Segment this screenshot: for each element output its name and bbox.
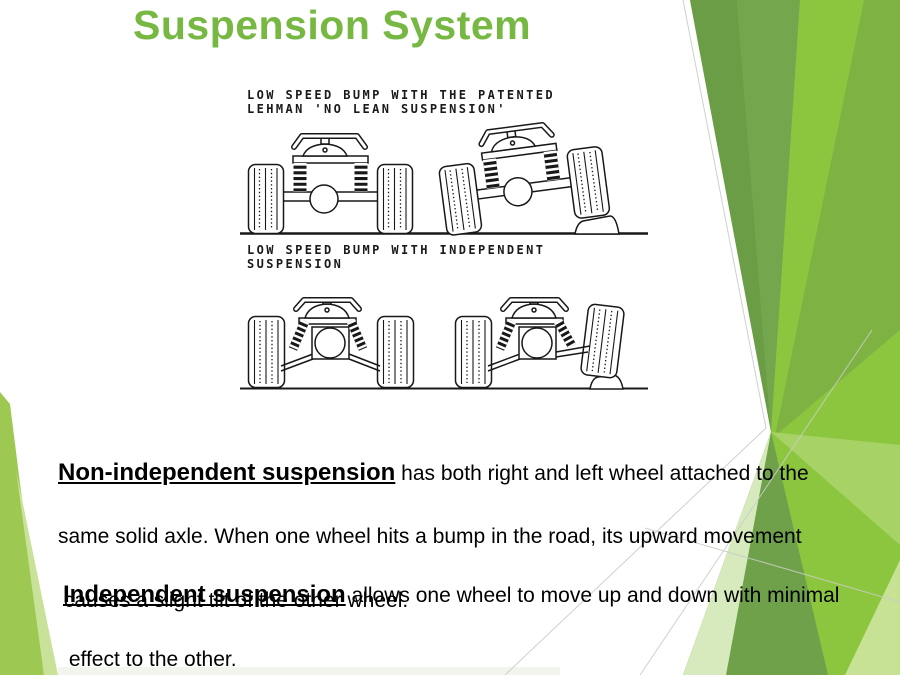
facet-pale-mid bbox=[771, 432, 900, 545]
diagram-caption-bottom-line1: LOW SPEED BUMP WITH INDEPENDENT bbox=[247, 243, 545, 257]
paragraph-text: allows one wheel to move up and down wit… bbox=[345, 584, 840, 607]
bottom-edge-sliver bbox=[58, 667, 560, 675]
paragraph-line: causes a slight tilt of the other wheel. bbox=[58, 589, 409, 612]
non-independent-lead: Non-independent suspension bbox=[58, 459, 396, 486]
independent-lead: Independent suspension bbox=[63, 581, 346, 608]
facet-pale-corner bbox=[845, 560, 900, 675]
paragraph-line: effect to the other. bbox=[63, 648, 237, 671]
diagram-caption-bottom-line2: SUSPENSION bbox=[247, 257, 343, 271]
facet-right-muted-edge bbox=[775, 0, 900, 436]
paragraph-line: Non-independent suspension has both righ… bbox=[58, 459, 809, 487]
facet-hairline-2 bbox=[504, 427, 767, 675]
facet-hairline-1 bbox=[682, 0, 767, 429]
page-title: Suspension System bbox=[133, 2, 532, 48]
paragraph-line: Independent suspension allows one wheel … bbox=[63, 580, 839, 609]
road-bump-top bbox=[574, 215, 620, 235]
left-wedge-highlight bbox=[16, 470, 58, 675]
paragraph-independent: Independent suspension allows one wheel … bbox=[63, 544, 839, 692]
theme-decoration bbox=[0, 0, 900, 675]
paragraph-line: same solid axle. When one wheel hits a b… bbox=[58, 525, 802, 548]
facet-hairline-4 bbox=[639, 329, 873, 675]
left-wedge bbox=[0, 392, 44, 675]
diagram-caption-top-line1: LOW SPEED BUMP WITH THE PATENTED bbox=[247, 88, 555, 102]
independent-vehicle-on-bump bbox=[456, 298, 626, 389]
facet-pale-bottom bbox=[683, 432, 771, 675]
diagram-caption-top-line2: LEHMAN 'NO LEAN SUSPENSION' bbox=[247, 102, 507, 116]
suspension-diagram: LOW SPEED BUMP WITH THE PATENTED LEHMAN … bbox=[240, 88, 648, 402]
no-lean-vehicle-on-bump bbox=[435, 118, 610, 236]
independent-vehicle-flat bbox=[249, 298, 415, 388]
facet-dark-top-b bbox=[737, 0, 800, 432]
paragraph-non-independent: Non-independent suspension has both righ… bbox=[58, 423, 809, 633]
facet-hairline-3 bbox=[644, 527, 900, 603]
facet-dark-top-a bbox=[690, 0, 771, 432]
slide: { "slide": { "title": "Suspension System… bbox=[0, 0, 900, 675]
paragraph-text: has both right and left wheel attached t… bbox=[395, 462, 809, 485]
no-lean-vehicle-flat bbox=[249, 136, 413, 234]
